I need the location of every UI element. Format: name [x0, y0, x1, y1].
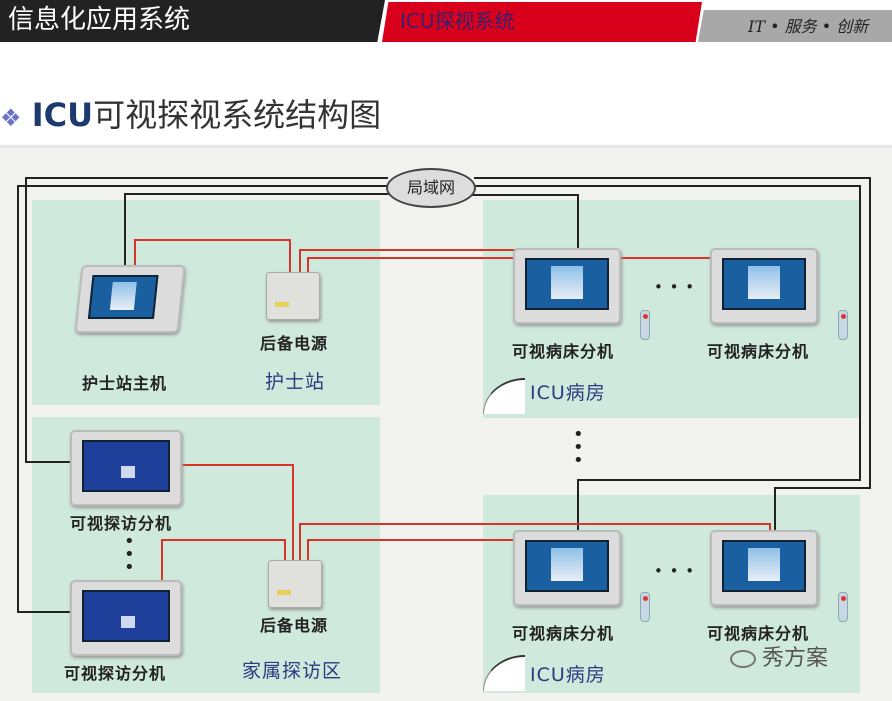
- nurse-zone-label: 护士站: [265, 371, 326, 393]
- handset-icon: [838, 310, 848, 340]
- icu-ward-label: ICU病房: [530, 382, 606, 404]
- lan-network-node: 局域网: [386, 168, 476, 208]
- section-header: 信息化应用系统: [0, 0, 385, 42]
- horizontal-ellipsis: • • •: [654, 278, 696, 296]
- network-cables: [17, 177, 871, 613]
- bedside-unit-label: 可视病床分机: [707, 624, 810, 643]
- handset-icon: [640, 310, 650, 340]
- visit-unit-label: 可视探访分机: [70, 514, 173, 533]
- tab-icu-system: ICU探视系统: [382, 2, 702, 42]
- title-text: 可视探视系统结构图: [93, 96, 382, 134]
- backup-power-label: 后备电源: [260, 334, 329, 353]
- bedside-unit-label: 可视病床分机: [707, 342, 810, 361]
- handset-icon: [838, 592, 848, 622]
- nurse-host-label: 护士站主机: [82, 374, 168, 393]
- watermark-text: 秀方案: [762, 646, 829, 671]
- handset-icon: [640, 592, 650, 622]
- watermark: 秀方案: [730, 640, 828, 672]
- icu-ward-label: ICU病房: [530, 664, 606, 686]
- diamond-bullet-icon: ❖: [0, 104, 22, 132]
- vertical-ellipsis: • • •: [124, 531, 141, 578]
- bedside-unit-device: [513, 248, 621, 324]
- vertical-ellipsis: • • •: [573, 424, 590, 471]
- bedside-unit-device: [710, 248, 818, 324]
- bedside-unit-label: 可视病床分机: [512, 342, 615, 361]
- title-icu: ICU: [31, 96, 94, 134]
- visit-unit-device: [70, 430, 182, 506]
- horizontal-ellipsis: • • •: [654, 562, 696, 580]
- visit-unit-device: [70, 580, 182, 656]
- bedside-unit-device: [513, 530, 621, 606]
- visit-unit-label: 可视探访分机: [64, 664, 167, 683]
- bedside-unit-device: [710, 530, 818, 606]
- bedside-unit-label: 可视病床分机: [512, 624, 615, 643]
- nurse-host-device: [74, 265, 186, 333]
- backup-power-label: 后备电源: [260, 616, 329, 635]
- backup-power-device: [266, 272, 320, 320]
- backup-power-device: [268, 560, 322, 608]
- page-title: ❖ ICU可视探视系统结构图: [0, 90, 381, 136]
- slogan: IT • 服务 • 创新: [698, 10, 892, 42]
- wechat-icon: [730, 650, 756, 668]
- visit-zone-label: 家属探访区: [242, 660, 343, 682]
